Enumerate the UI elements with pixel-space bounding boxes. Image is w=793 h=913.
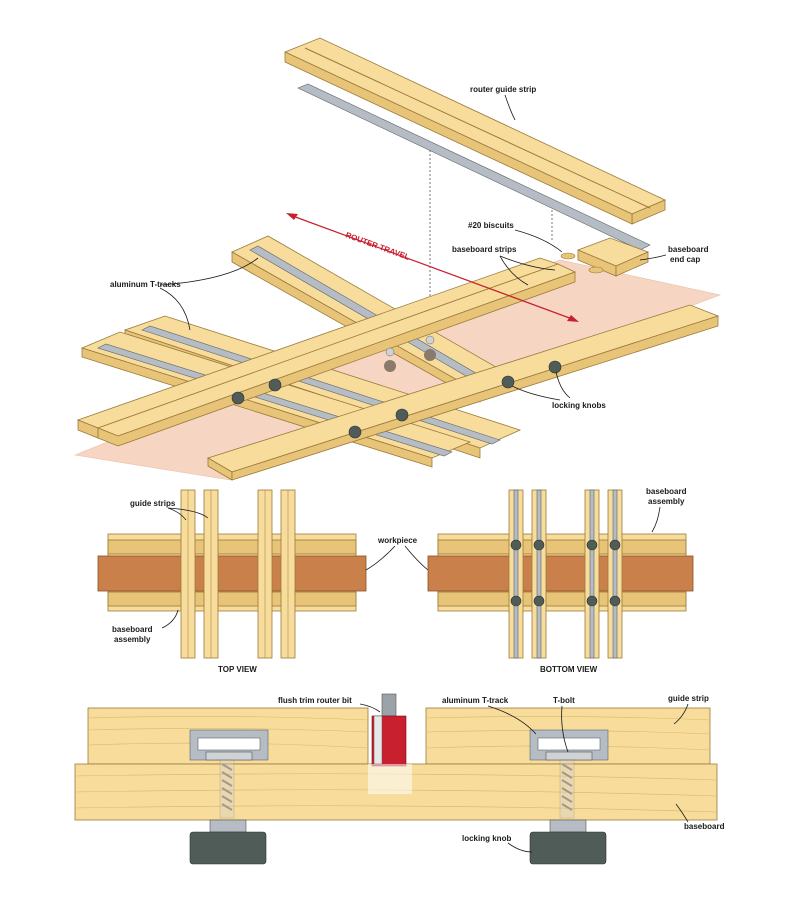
cross-section: flush trim router bit aluminum T-track T… [74,693,725,865]
baseboard-strips-iso [76,257,720,481]
label-baseboard: baseboard [684,822,725,831]
exploded-view: ROUTER TRAVEL router guide strip #20 bis… [73,37,722,481]
label-baseboard-assembly-right-1: baseboard [646,487,687,496]
bottom-view: baseboard assembly BOTTOM VIEW [427,487,694,674]
label-flush-trim-router-bit: flush trim router bit [278,696,352,705]
label-aluminum-t-track: aluminum T-track [442,696,509,705]
label-t-bolt: T-bolt [553,696,575,705]
label-baseboard-strips: baseboard strips [452,245,517,254]
label-workpiece: workpiece [377,536,418,545]
label-guide-strip: guide strip [668,694,709,703]
label-aluminum-t-tracks: aluminum T-tracks [110,280,181,289]
baseboard-end-cap-iso [560,237,650,277]
top-view: guide strips baseboard assembly TOP VIEW [97,489,367,674]
label-biscuits: #20 biscuits [468,221,514,230]
locking-knobs-iso [231,335,562,439]
label-router-guide-strip: router guide strip [470,85,536,94]
label-baseboard-end-cap-2: end cap [670,255,700,264]
label-baseboard-assembly-right-2: assembly [648,497,685,506]
label-bottom-view: BOTTOM VIEW [540,665,598,674]
label-locking-knobs: locking knobs [552,401,606,410]
label-baseboard-end-cap-1: baseboard [668,245,709,254]
label-baseboard-assembly-left-1: baseboard [112,625,153,634]
label-top-view: TOP VIEW [218,665,257,674]
label-guide-strips: guide strips [130,499,176,508]
label-baseboard-assembly-left-2: assembly [114,635,151,644]
label-locking-knob: locking knob [462,834,511,843]
router-guide-strip-iso [283,37,666,225]
router-travel-label: ROUTER TRAVEL [344,230,411,262]
guide-t-track-iso [297,83,651,251]
